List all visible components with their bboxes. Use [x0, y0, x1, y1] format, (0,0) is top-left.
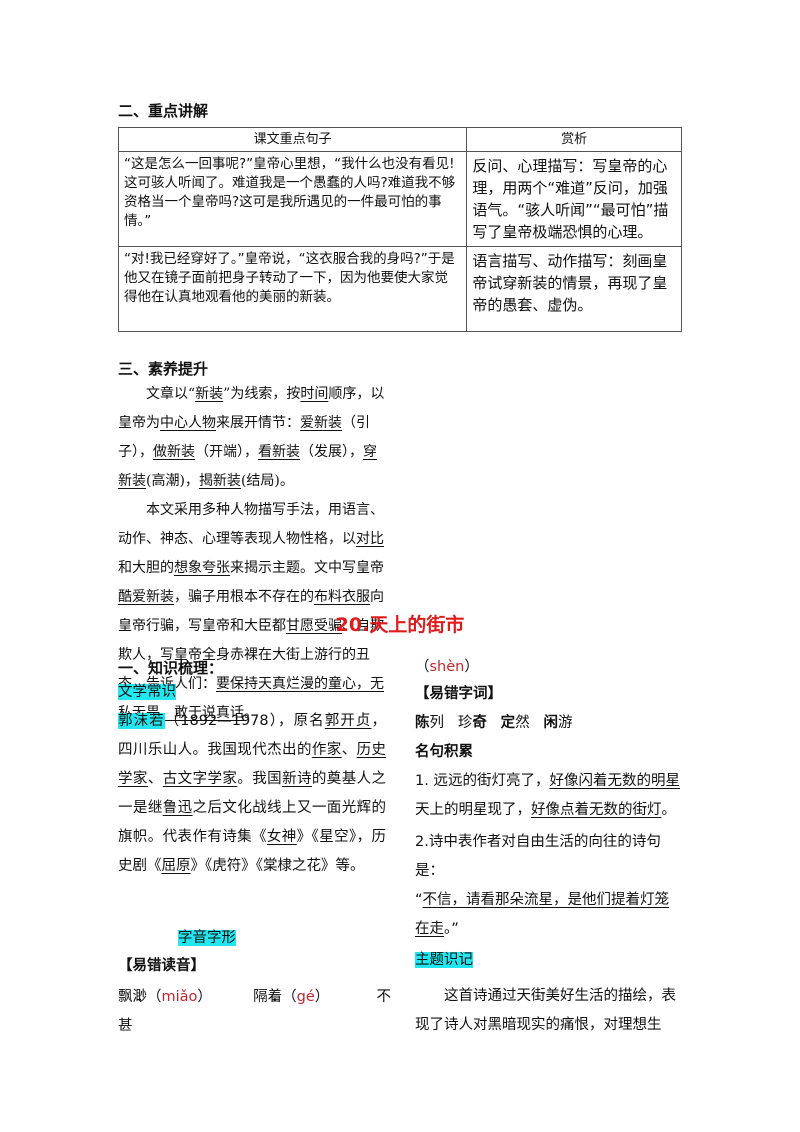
theme-text: 这首诗通过天街美好生活的描绘，表现了诗人对黑暗现实的痛恨，对理想生 — [415, 988, 676, 1033]
section-heading: 三、素养提升 — [118, 360, 209, 378]
label-highlight: 文学常识 — [118, 684, 176, 700]
column-header: 赏析 — [466, 127, 682, 152]
quote-2: 2.诗中表作者对自由生活的向往的诗句是： “不信，请看那朵流星，是他们提着灯笼在… — [415, 834, 670, 937]
lesson-left-column: 文学常识 郭沫若（1892—1978），原名郭开贞，四川乐山人。我国现代杰出的作… — [118, 678, 386, 881]
paragraph: 本文采用多种人物描写手法，用语言、动作、神态、心理等表现人物性格，以对比和大胆的… — [118, 502, 384, 721]
lesson-right-column: 【易错字词】 陈列 珍奇 定然 闲游 名句积累 1. 远远的街灯亮了，好像闪着无… — [415, 680, 683, 944]
label-highlight: 字音字形 — [178, 930, 236, 946]
key-sentences-table: 课文重点句子 赏析 “这是怎么一回事呢?”皇帝心里想，“我什么也没有看见!这可骇… — [117, 127, 682, 332]
quote-1: 1. 远远的街灯亮了，好像闪着无数的明星 天上的明星现了，好像点着无数的街灯。 — [415, 773, 680, 818]
table-cell: “这是怎么一回事呢?”皇帝心里想，“我什么也没有看见!这可骇人听闻了。难道我是一… — [117, 151, 468, 247]
quotes-heading: 名句积累 — [415, 744, 473, 760]
lesson-title: 20.天上的街市 — [335, 614, 465, 636]
table-cell: 语言描写、动作描写：刻画皇帝试穿新装的情景，再现了皇帝的愚套、虚伪。 — [466, 246, 682, 332]
pronunciation-row: 飘渺（miǎo） 隔着（gé） 不甚 — [118, 983, 393, 1041]
pinyin: shèn — [429, 659, 465, 675]
column-header: 课文重点句子 — [117, 127, 468, 152]
typo-heading: 【易错字词】 — [415, 686, 502, 702]
label-highlight: 主题识记 — [415, 952, 473, 968]
table-cell: “对!我已经穿好了。”皇帝说，“这衣服合我的身吗?”于是他又在镜子面前把身子转动… — [117, 246, 468, 332]
typo-words: 陈列 珍奇 定然 闲游 — [415, 715, 573, 731]
section-heading: 一、知识梳理： — [118, 659, 224, 677]
table-row: “对!我已经穿好了。”皇帝说，“这衣服合我的身吗?”于是他又在镜子面前把身子转动… — [117, 246, 682, 332]
summary-column-left: 文章以“新装”为线索，按时间顺序，以皇帝为中心人物来展开情节：爱新装（引子），做… — [118, 380, 388, 728]
pron-heading: 【易错读音】 — [118, 958, 205, 974]
table-header-row: 课文重点句子 赏析 — [117, 127, 682, 152]
author-bio: 郭沫若（1892—1978），原名郭开贞，四川乐山人。我国现代杰出的作家、历史学… — [118, 713, 387, 874]
section-heading: 二、重点讲解 — [118, 102, 209, 120]
table-cell: 反问、心理描写：写皇帝的心理，用两个“难道”反问，加强语气。“骇人听闻”“最可怕… — [466, 151, 682, 247]
paragraph: 文章以“新装”为线索，按时间顺序，以皇帝为中心人物来展开情节：爱新装（引子），做… — [118, 386, 385, 489]
table-row: “这是怎么一回事呢?”皇帝心里想，“我什么也没有看见!这可骇人听闻了。难道我是一… — [117, 151, 682, 247]
